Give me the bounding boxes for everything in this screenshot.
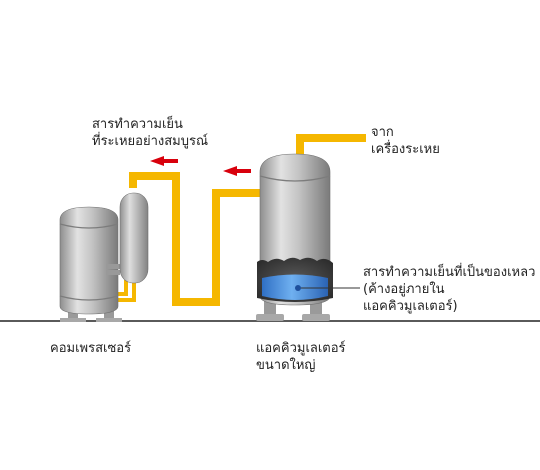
compressor — [59, 206, 122, 322]
label-line: (ค้างอยู่ภายใน — [363, 282, 445, 297]
label-line: ที่ระเหยอย่างสมบูรณ์ — [92, 134, 209, 149]
label-line: สารทำความเย็น — [92, 117, 183, 132]
large-accumulator — [256, 153, 360, 321]
flow-arrow-right — [223, 166, 251, 176]
label-line: สารทำความเย็นที่เป็นของเหลว — [363, 265, 536, 280]
label-line: ขนาดใหญ่ — [256, 358, 316, 373]
label-from-evaporator: จาก เครื่องระเหย — [371, 124, 440, 158]
label-line: คอมเพรสเซอร์ — [50, 341, 132, 356]
label-compressor: คอมเพรสเซอร์ — [50, 340, 131, 357]
label-line: แอคคิวมูเลเตอร์ — [256, 341, 346, 356]
label-liquid-refrigerant: สารทำความเย็นที่เป็นของเหลว (ค้างอยู่ภาย… — [363, 264, 535, 315]
liquid-refrigerant — [262, 274, 328, 300]
compressor-feed-pipes — [116, 280, 136, 302]
label-line: จาก — [371, 125, 394, 140]
label-accumulator: แอคคิวมูเลเตอร์ ขนาดใหญ่ — [256, 340, 346, 374]
flow-arrow-left — [150, 156, 178, 166]
label-line: เครื่องระเหย — [371, 142, 440, 157]
label-refrigerant-out: สารทำความเย็น ที่ระเหยอย่างสมบูรณ์ — [92, 116, 208, 150]
liquid-pointer-dot — [295, 285, 301, 291]
compressor-receiver — [106, 192, 149, 284]
refrigerant-pipes — [129, 134, 366, 306]
label-line: แอคคิวมูเลเตอร์) — [363, 299, 458, 314]
